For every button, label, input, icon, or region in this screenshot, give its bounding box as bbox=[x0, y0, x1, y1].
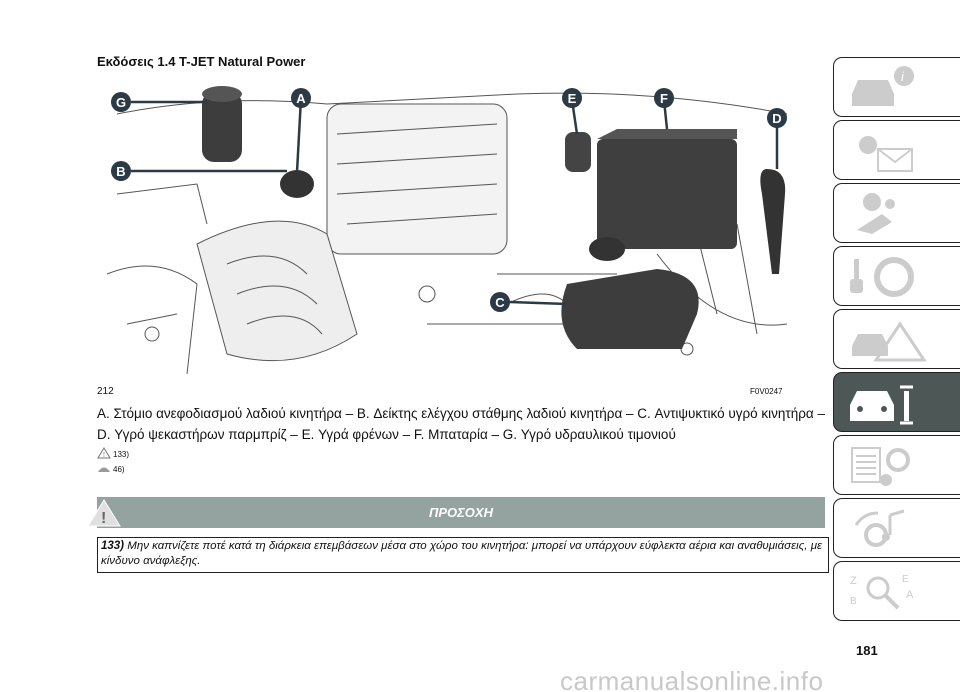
warning-header: ! ΠΡΟΣΟΧΗ bbox=[87, 497, 825, 528]
warning-triangle-icon: ! bbox=[97, 447, 111, 459]
tab-maintenance[interactable] bbox=[833, 372, 960, 432]
svg-text:Z: Z bbox=[850, 575, 857, 587]
car-info-icon: i bbox=[852, 66, 914, 106]
callout-g: G bbox=[116, 95, 126, 110]
key-steering-wheel-icon bbox=[850, 257, 914, 297]
section-title: Εκδόσεις 1.4 T-JET Natural Power bbox=[97, 54, 306, 69]
svg-text:!: ! bbox=[101, 510, 106, 527]
note-label: 46) bbox=[113, 465, 125, 474]
tab-warning-lights[interactable] bbox=[833, 120, 960, 180]
page-number: 181 bbox=[856, 643, 878, 658]
callout-d: D bbox=[772, 111, 781, 126]
tab-car-info[interactable]: i bbox=[833, 57, 960, 117]
warning-lights-icon bbox=[859, 136, 913, 172]
warning-box: 133) Μην καπνίζετε ποτέ κατά τη διάρκεια… bbox=[97, 537, 829, 573]
environment-icon bbox=[98, 467, 110, 472]
callout-b: B bbox=[116, 164, 125, 179]
figure-caption: A. Στόμιο ανεφοδιασμού λαδιού κινητήρα –… bbox=[97, 406, 825, 442]
svg-text:B: B bbox=[850, 596, 857, 607]
tab-index[interactable]: Z E B A bbox=[833, 561, 960, 621]
note-ref[interactable]: 46) bbox=[97, 462, 125, 474]
svg-text:A: A bbox=[906, 589, 914, 601]
note-label: 133) bbox=[113, 450, 130, 459]
tab-starting-driving[interactable] bbox=[833, 246, 960, 306]
figure-code: F0V0247 bbox=[750, 387, 783, 396]
warning-title: ΠΡΟΣΟΧΗ bbox=[429, 505, 493, 520]
car-wrench-icon bbox=[850, 385, 913, 425]
svg-text:!: ! bbox=[103, 452, 105, 459]
warning-text: Μην καπνίζετε ποτέ κατά τη διάρκεια επεμ… bbox=[101, 540, 823, 567]
svg-text:E: E bbox=[902, 574, 909, 585]
note-ref[interactable]: ! 133) bbox=[97, 447, 129, 459]
warning-triangle-icon: ! bbox=[87, 499, 121, 527]
svg-text:i: i bbox=[901, 69, 905, 84]
tab-safety[interactable] bbox=[833, 183, 960, 243]
callout-a: A bbox=[296, 91, 306, 106]
emergency-icon bbox=[852, 321, 927, 362]
callout-f: F bbox=[660, 91, 668, 106]
watermark: carmanualsonline.info bbox=[560, 666, 824, 692]
warning-number: 133) bbox=[101, 540, 125, 552]
technical-data-icon bbox=[851, 447, 910, 486]
index-icon: Z E B A bbox=[850, 574, 914, 610]
figure-number: 212 bbox=[97, 386, 114, 397]
callout-c: C bbox=[495, 295, 505, 310]
tab-emergency[interactable] bbox=[833, 309, 960, 369]
tab-technical-data[interactable] bbox=[833, 435, 960, 495]
multimedia-icon bbox=[854, 509, 905, 547]
safety-icon bbox=[857, 193, 895, 234]
callout-e: E bbox=[568, 91, 577, 106]
tab-multimedia[interactable] bbox=[833, 498, 960, 558]
engine-bay-illustration: A B C D E F G bbox=[97, 74, 797, 382]
